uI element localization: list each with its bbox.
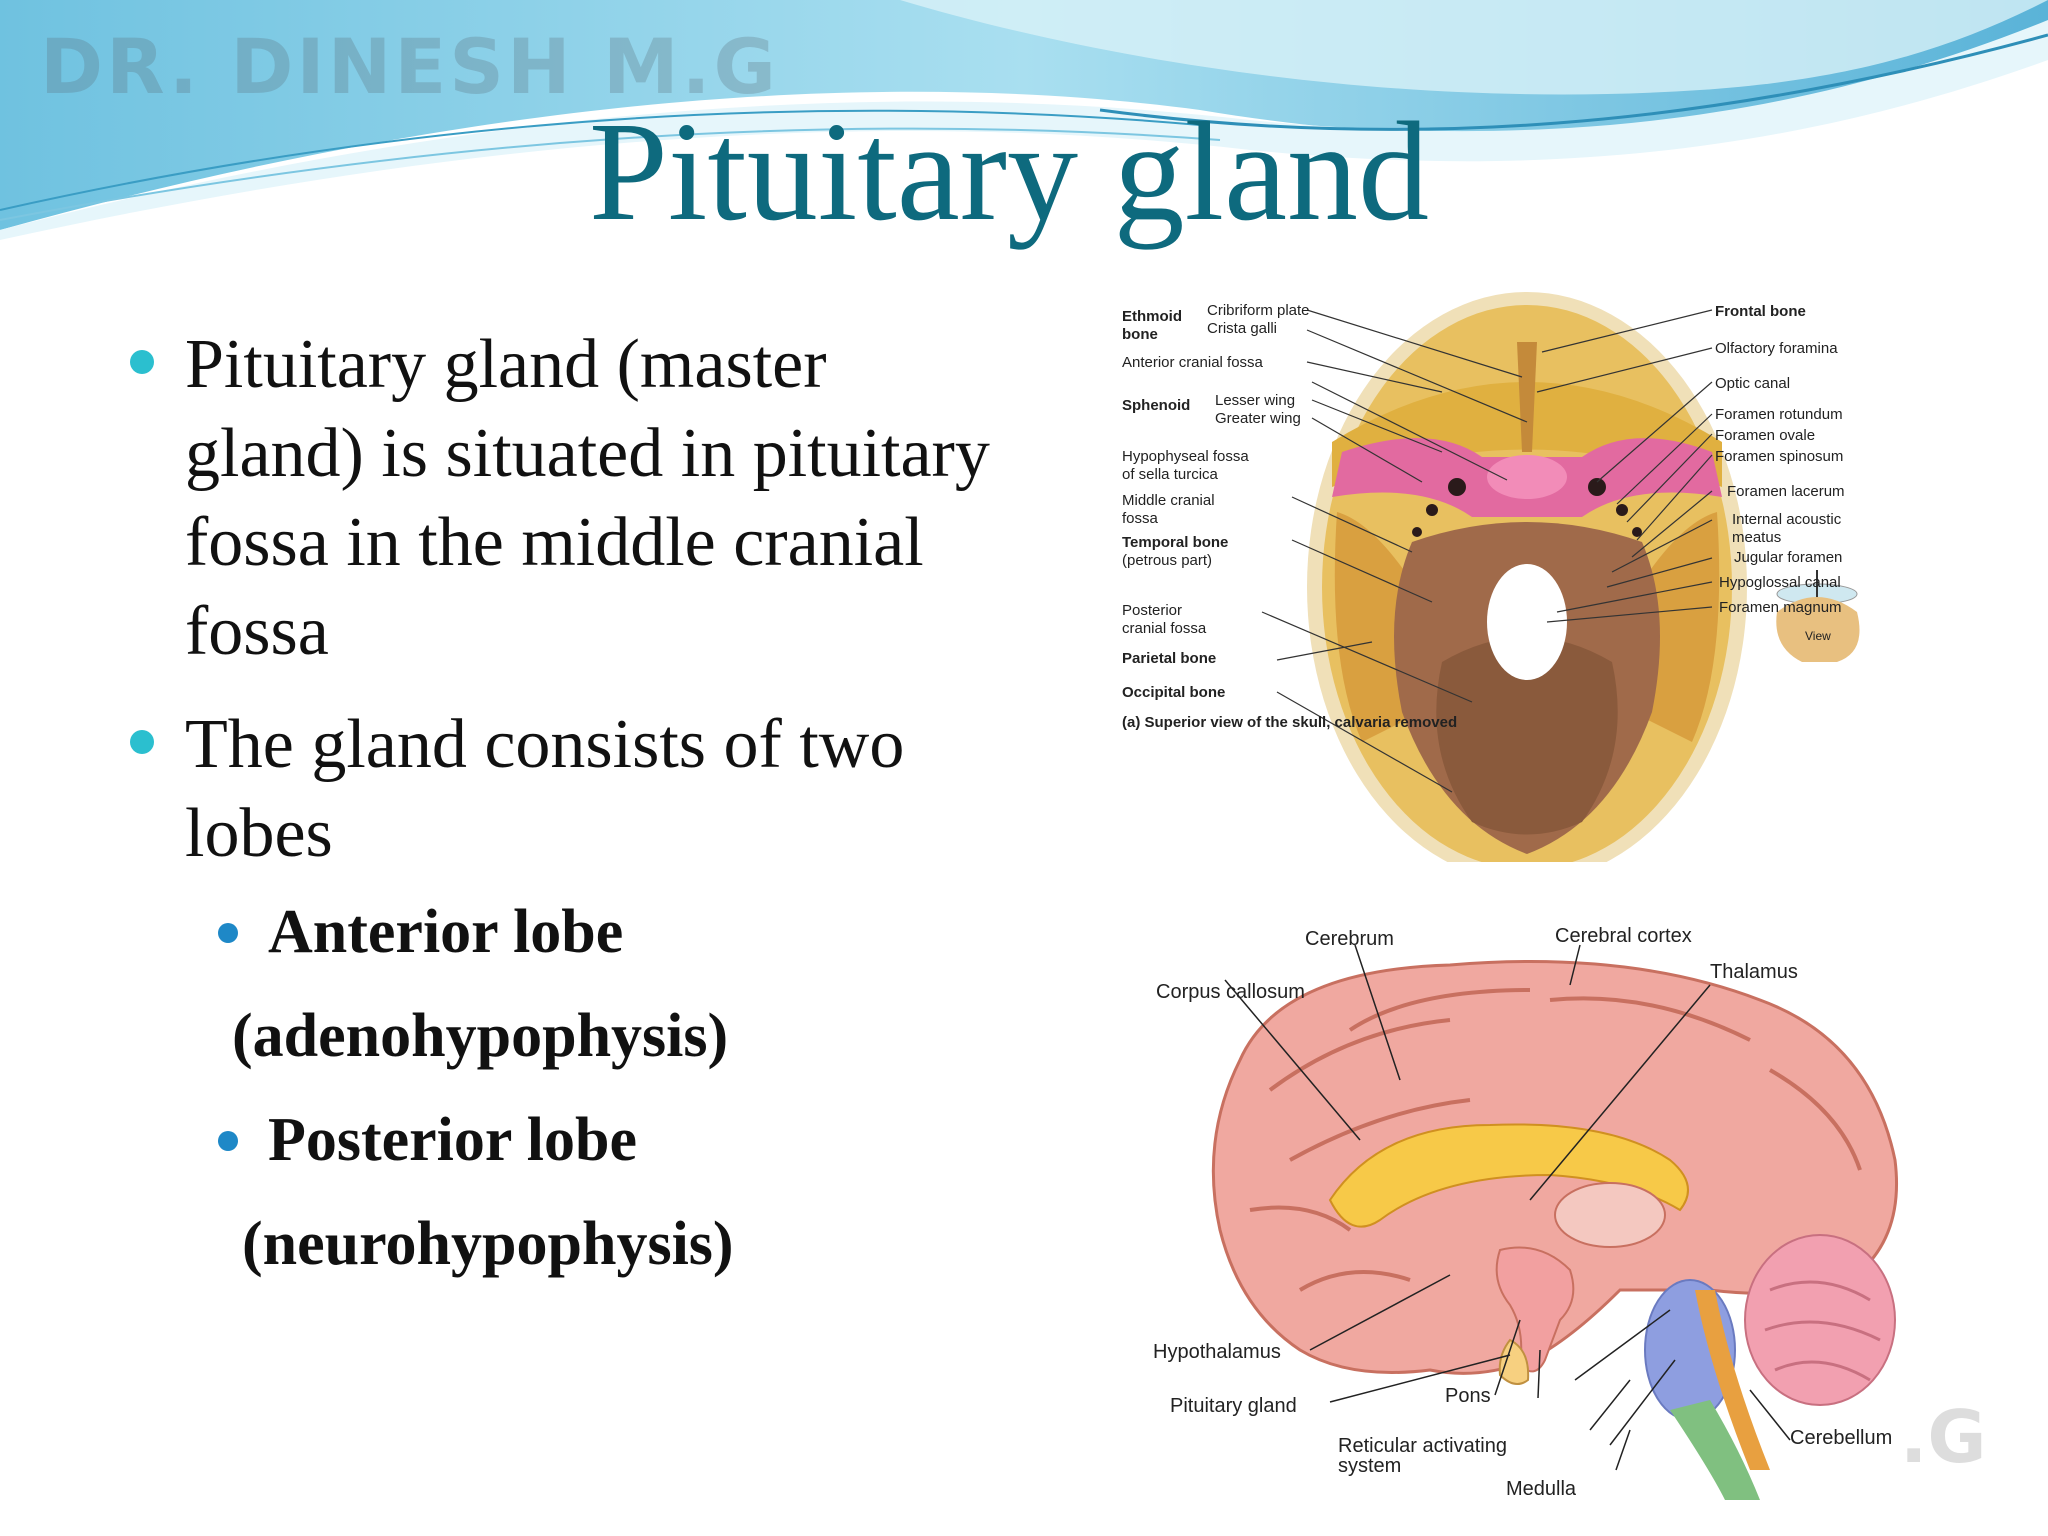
label-reticular-system: system	[1338, 1455, 1401, 1477]
label-cerebral-cortex: Cerebral cortex	[1555, 925, 1692, 947]
brain-drawing	[1211, 960, 1899, 1500]
sub-bullet-dot-icon	[218, 923, 238, 943]
label-hypothalamus: Hypothalamus	[1153, 1341, 1281, 1363]
label-ethmoid: Ethmoid	[1122, 308, 1182, 325]
label-internal-acoustic: Internal acoustic	[1732, 511, 1842, 528]
header-wave	[0, 0, 2048, 240]
label-petrous-part: (petrous part)	[1122, 552, 1212, 569]
label-cribriform-plate: Cribriform plate	[1207, 302, 1310, 319]
sub-bullet-item: Posterior lobe	[130, 1100, 990, 1180]
skull-drawing	[1307, 292, 1747, 862]
label-posterior: Posterior	[1122, 602, 1182, 619]
bullet-item: The gland consists of two lobes	[130, 700, 990, 878]
brain-diagram: Cerebrum Cerebral cortex Thalamus Corpus…	[1153, 925, 1899, 1500]
label-anterior-cranial-fossa: Anterior cranial fossa	[1122, 354, 1264, 371]
label-middle-cranial: Middle cranial	[1122, 492, 1215, 509]
label-meatus: meatus	[1732, 529, 1781, 546]
corner-watermark: .G	[1900, 1395, 1987, 1479]
bullet-dot-icon	[130, 730, 154, 754]
sub-bullet-continuation: (neurohypophysis)	[242, 1210, 734, 1278]
watermark-text: DR. DINESH M.G	[40, 22, 779, 111]
label-jugular-foramen: Jugular foramen	[1734, 549, 1842, 566]
label-thalamus: Thalamus	[1710, 961, 1798, 983]
label-posterior-cranial-fossa: cranial fossa	[1122, 620, 1207, 637]
label-corpus-callosum: Corpus callosum	[1156, 981, 1305, 1003]
label-frontal-bone: Frontal bone	[1715, 303, 1806, 320]
label-ethmoid-bone: bone	[1122, 326, 1158, 343]
skull-leader-lines	[1261, 309, 1713, 793]
label-reticular-activating: Reticular activating	[1338, 1435, 1507, 1457]
brain-leader-lines	[1224, 944, 1791, 1471]
label-view: View	[1805, 629, 1831, 643]
sub-bullet-continuation: (adenohypophysis)	[232, 1002, 729, 1070]
label-hypophyseal-fossa: Hypophyseal fossa	[1122, 448, 1249, 465]
slide-title: Pituitary gland	[588, 92, 1430, 250]
bullet-item: Pituitary gland (master gland) is situat…	[130, 320, 990, 676]
label-cerebrum: Cerebrum	[1305, 928, 1394, 950]
label-lesser-wing: Lesser wing	[1215, 392, 1295, 409]
label-optic-canal: Optic canal	[1715, 375, 1790, 392]
label-middle-fossa: fossa	[1122, 510, 1159, 527]
label-sella-turcica: of sella turcica	[1122, 466, 1219, 483]
label-foramen-lacerum: Foramen lacerum	[1727, 483, 1845, 500]
label-temporal-bone: Temporal bone	[1122, 534, 1228, 551]
label-sphenoid: Sphenoid	[1122, 397, 1190, 414]
sub-bullet-dot-icon	[218, 1131, 238, 1151]
label-hypoglossal-canal: Hypoglossal canal	[1719, 574, 1841, 591]
label-foramen-spinosum: Foramen spinosum	[1715, 448, 1843, 465]
bullet-list: Pituitary gland (master gland) is situat…	[130, 320, 990, 1284]
label-parietal-bone: Parietal bone	[1122, 650, 1216, 667]
label-medulla: Medulla	[1506, 1478, 1577, 1500]
label-pituitary-gland: Pituitary gland	[1170, 1395, 1297, 1417]
skull-caption: (a) Superior view of the skull, calvaria…	[1122, 714, 1457, 731]
label-foramen-rotundum: Foramen rotundum	[1715, 406, 1843, 423]
label-olfactory-foramina: Olfactory foramina	[1715, 340, 1838, 357]
label-pons: Pons	[1445, 1385, 1491, 1407]
label-foramen-magnum: Foramen magnum	[1719, 599, 1842, 616]
label-foramen-ovale: Foramen ovale	[1715, 427, 1815, 444]
label-crista-galli: Crista galli	[1207, 320, 1277, 337]
bullet-dot-icon	[130, 350, 154, 374]
view-icon	[1776, 570, 1860, 662]
sub-bullet-item: Anterior lobe	[130, 892, 990, 972]
label-cerebellum: Cerebellum	[1790, 1427, 1892, 1449]
skull-diagram: Ethmoid bone Cribriform plate Crista gal…	[1122, 292, 1860, 862]
label-greater-wing: Greater wing	[1215, 410, 1301, 427]
label-occipital-bone: Occipital bone	[1122, 684, 1225, 701]
